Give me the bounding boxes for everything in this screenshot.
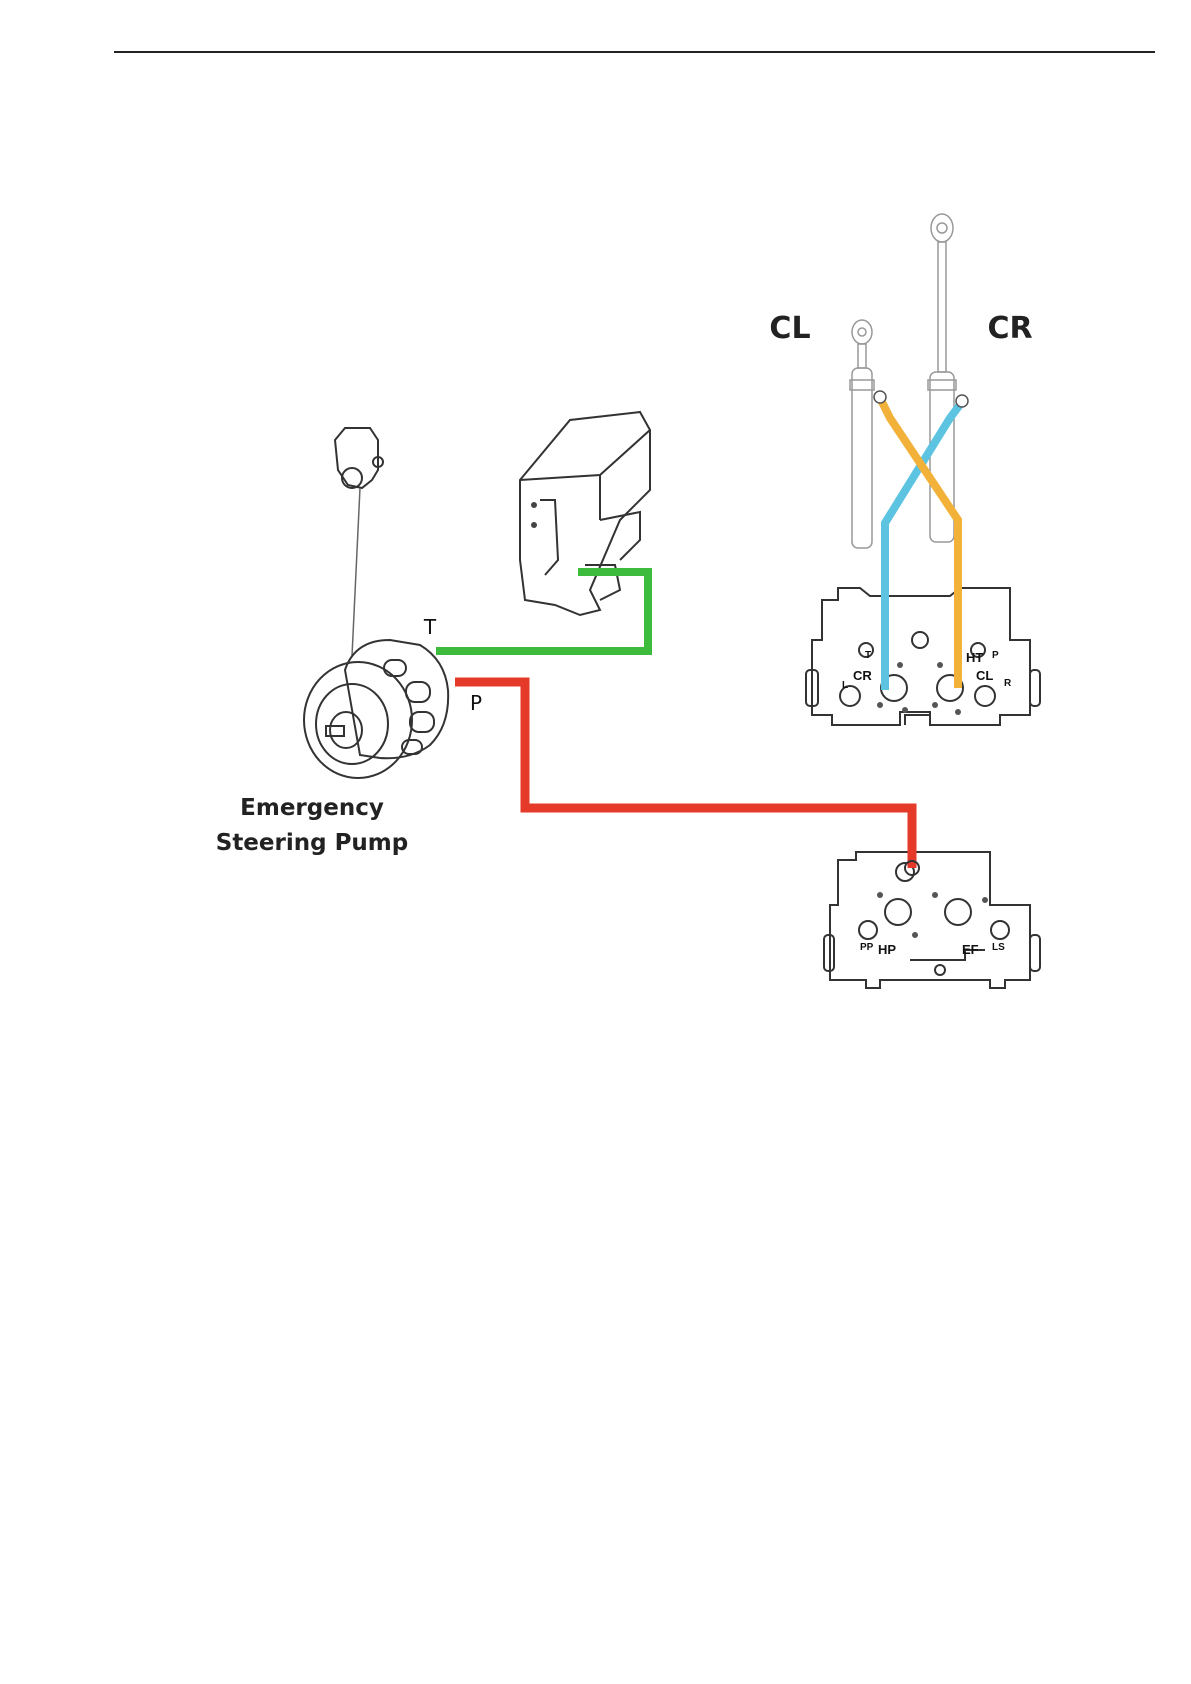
sv-port-ht: HT (966, 650, 983, 665)
cylinder-cl (850, 320, 874, 548)
pv-port-ls: LS (992, 942, 1005, 953)
cl-fitting (874, 391, 886, 403)
pump-label-line1: Emergency (240, 795, 384, 821)
sv-port-t: T (865, 650, 871, 661)
emergency-steering-pump (304, 640, 448, 778)
steering-valve (806, 588, 1040, 725)
cl-line (880, 398, 958, 688)
sv-port-p: P (992, 650, 999, 661)
priority-valve (824, 852, 1040, 988)
pv-port-hp: HP (878, 942, 896, 957)
cr-fitting (956, 395, 968, 407)
tank-port-label: T (423, 615, 437, 639)
reservoir (520, 412, 650, 615)
sensor (335, 428, 383, 656)
tank-line (436, 572, 648, 651)
pressure-line (455, 682, 912, 868)
pressure-port-label: P (470, 691, 482, 715)
sv-port-cr: CR (853, 668, 872, 683)
pv-port-ef: EF (962, 942, 979, 957)
pump-label-line2: Steering Pump (216, 830, 409, 856)
pv-port-pp: PP (860, 942, 874, 953)
cylinder-left-label: CL (769, 311, 810, 346)
cylinder-right-label: CR (987, 311, 1032, 346)
sv-port-r: R (1004, 678, 1012, 689)
sv-port-l: L (842, 680, 848, 691)
sv-port-cl: CL (976, 668, 993, 683)
